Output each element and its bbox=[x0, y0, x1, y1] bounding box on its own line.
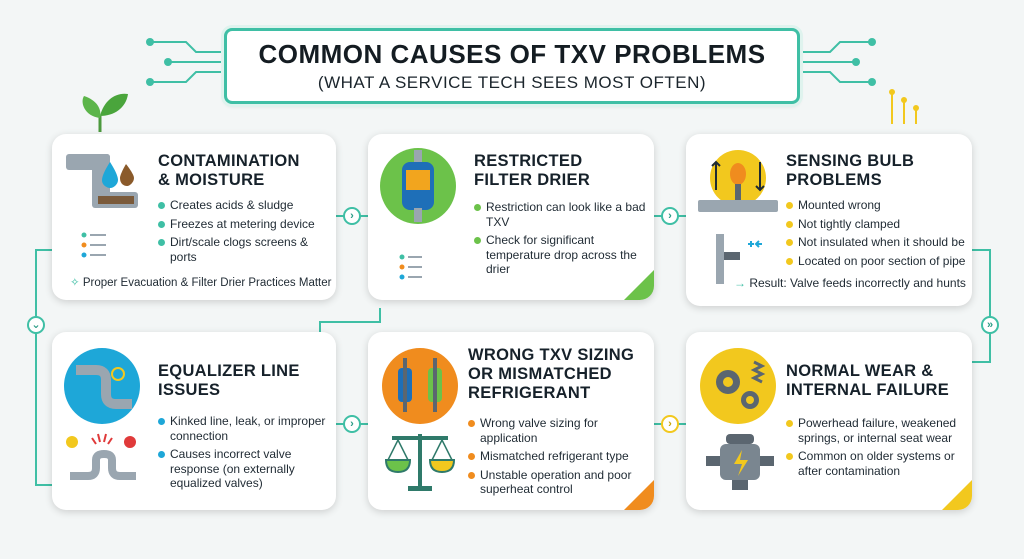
bullet-item: Freezes at metering device bbox=[158, 217, 328, 232]
bullet-item: Mounted wrong bbox=[786, 198, 970, 213]
bullet-item: Dirt/scale clogs screens & ports bbox=[158, 235, 328, 264]
equalizer-line-icon bbox=[62, 346, 142, 426]
bullet-item: Creates acids & sludge bbox=[158, 198, 328, 213]
list-icon bbox=[80, 230, 110, 264]
page-title: COMMON CAUSES OF TXV PROBLEMS bbox=[258, 39, 766, 69]
card-bullets: Mounted wrong Not tightly clamped Not in… bbox=[786, 198, 970, 272]
page-subtitle: (WHAT A SERVICE TECH SEES MOST OFTEN) bbox=[317, 73, 707, 92]
corner-accent bbox=[942, 480, 972, 510]
powerhead-valve-icon bbox=[704, 432, 776, 494]
double-chevron-down-icon: » bbox=[981, 316, 999, 334]
chevron-right-icon: › bbox=[661, 415, 679, 433]
sensing-bulb-icon bbox=[696, 148, 780, 228]
card-bullets: Creates acids & sludge Freezes at meteri… bbox=[158, 198, 328, 268]
card-note: ✧ Proper Evacuation & Filter Drier Pract… bbox=[70, 277, 332, 289]
bullet-item: Wrong valve sizing for application bbox=[468, 416, 648, 445]
bullet-item: Located on poor section of pipe bbox=[786, 254, 970, 269]
bulb-mounting-icon bbox=[708, 230, 770, 288]
card-bullets: Wrong valve sizing for application Misma… bbox=[468, 416, 648, 501]
chevron-down-icon: ⌄ bbox=[27, 316, 45, 334]
card-normal-wear: NORMAL WEAR &INTERNAL FAILURE Powerhead … bbox=[686, 332, 972, 510]
card-bullets: Powerhead failure, weakened springs, or … bbox=[786, 416, 966, 482]
bullet-item: Kinked line, leak, or improper connectio… bbox=[158, 414, 328, 443]
balance-scale-icon bbox=[382, 428, 458, 494]
bullet-item: Mismatched refrigerant type bbox=[468, 449, 648, 464]
card-result: → Result: Valve feeds incorrectly and hu… bbox=[734, 276, 966, 290]
bullet-item: Not insulated when it should be bbox=[786, 235, 970, 250]
gears-icon bbox=[698, 346, 778, 426]
card-heading: NORMAL WEAR &INTERNAL FAILURE bbox=[786, 362, 950, 399]
corner-accent bbox=[624, 480, 654, 510]
card-contamination: CONTAMINATION& MOISTURE Creates acids & … bbox=[52, 134, 336, 300]
list-icon bbox=[398, 252, 426, 286]
bullet-item: Not tightly clamped bbox=[786, 217, 970, 232]
chevron-right-icon: › bbox=[661, 207, 679, 225]
card-heading: CONTAMINATION& MOISTURE bbox=[158, 152, 300, 189]
chevron-right-icon: › bbox=[343, 207, 361, 225]
filter-drier-icon bbox=[378, 146, 458, 226]
bullet-item: Unstable operation and poor superheat co… bbox=[468, 468, 648, 497]
bullet-item: Check for significant temperature drop a… bbox=[474, 233, 646, 277]
card-bullets: Restriction can look like a bad TXV Chec… bbox=[474, 200, 646, 281]
mismatched-valves-icon bbox=[380, 346, 460, 426]
bullet-item: Restriction can look like a bad TXV bbox=[474, 200, 646, 229]
chevron-right-icon: › bbox=[343, 415, 361, 433]
title-banner: COMMON CAUSES OF TXV PROBLEMS (WHAT A SE… bbox=[224, 28, 800, 104]
bullet-item: Common on older systems or after contami… bbox=[786, 449, 966, 478]
bullet-item: Causes incorrect valve response (on exte… bbox=[158, 447, 328, 491]
corner-accent bbox=[624, 270, 654, 300]
broken-pipe-icon bbox=[64, 428, 140, 490]
card-bullets: Kinked line, leak, or improper connectio… bbox=[158, 414, 328, 495]
contaminated-pipe-icon bbox=[62, 144, 142, 224]
bullet-item: Powerhead failure, weakened springs, or … bbox=[786, 416, 966, 445]
